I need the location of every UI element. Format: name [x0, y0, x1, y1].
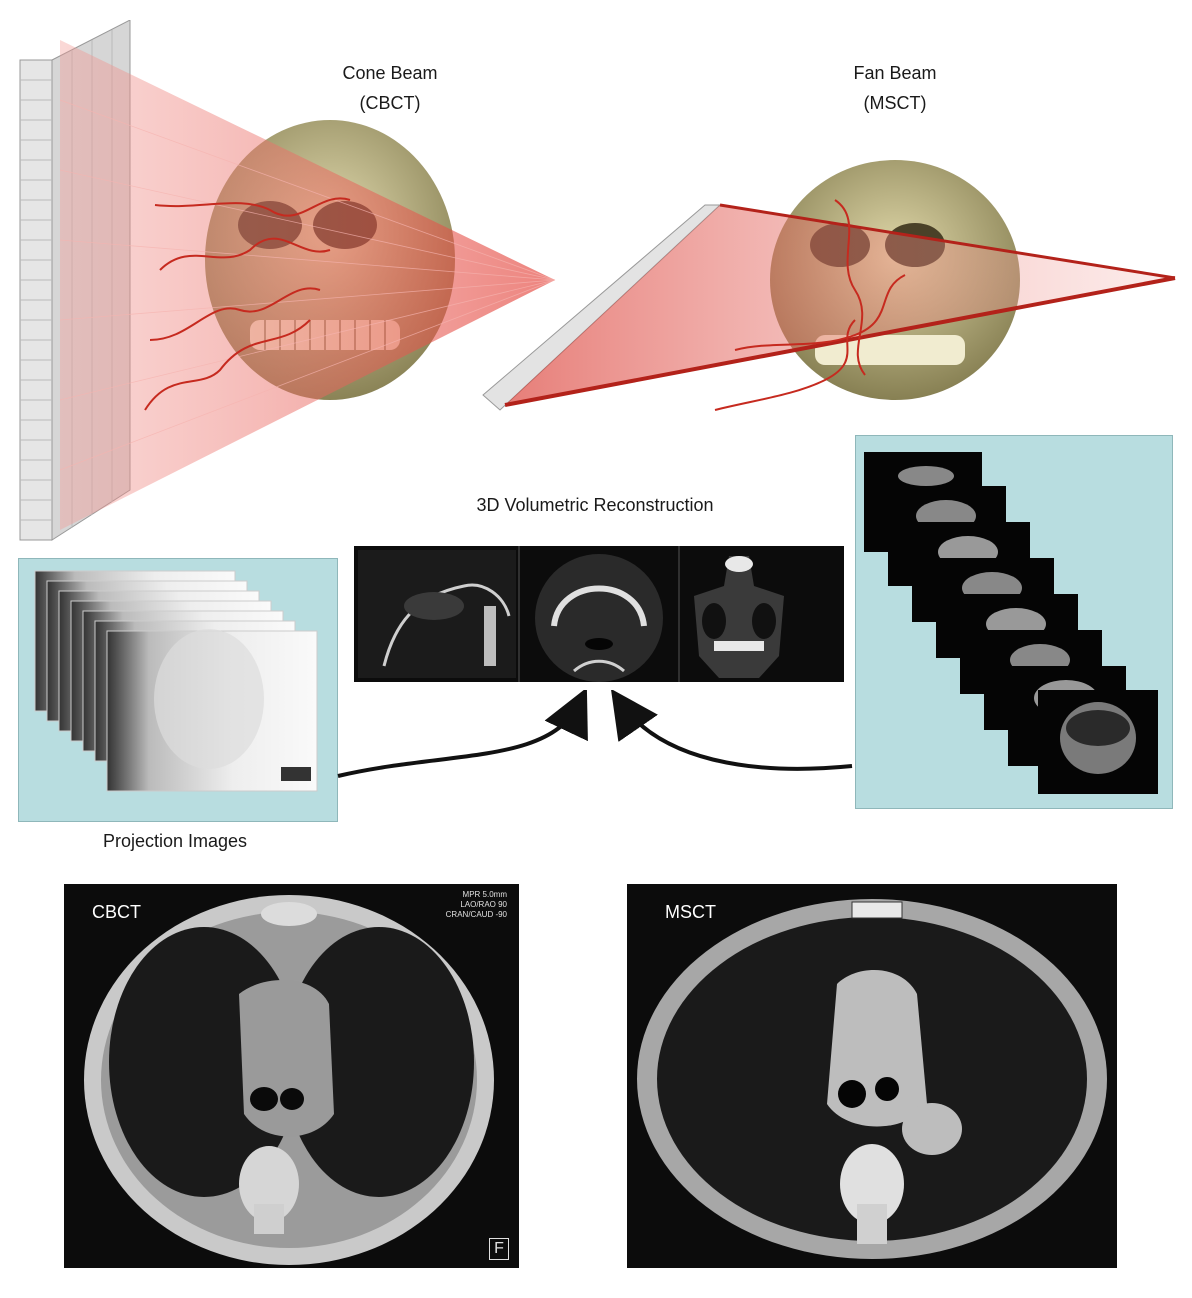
coronal-view [694, 556, 784, 678]
axial-slice-stack [864, 452, 1158, 794]
cbct-corner-marker: F [489, 1238, 509, 1260]
cbct-overlay-line-2: LAO/RAO 90 [460, 900, 507, 909]
cbct-overlay-text: MPR 5.0mm LAO/RAO 90 CRAN/CAUD -90 [446, 890, 507, 920]
projection-images-panel [18, 558, 338, 822]
cbct-chest-slice [84, 895, 494, 1265]
msct-chest-slice [637, 899, 1107, 1259]
fan-beam [505, 205, 1175, 405]
cbct-overlay-line-1: MPR 5.0mm [462, 890, 507, 899]
arrow-from-slices [610, 690, 853, 771]
fan-beam-illustration [482, 160, 1176, 411]
reconstruction-views [358, 546, 784, 682]
cbct-scan-image: CBCT MPR 5.0mm LAO/RAO 90 CRAN/CAUD -90 … [64, 884, 519, 1268]
projection-images-caption: Projection Images [102, 831, 248, 851]
projection-stack [34, 570, 318, 792]
reconstruction-title: 3D Volumetric Reconstruction [476, 495, 714, 515]
arrow-from-projections [337, 690, 588, 778]
reconstruction-strip [354, 546, 844, 682]
axial-view [535, 554, 663, 682]
cone-beam-title: Cone Beam [342, 63, 438, 83]
scatter-arrows-msct [714, 199, 906, 411]
fan-beam-label: Fan Beam (MSCT) [805, 58, 985, 118]
fan-beam-title: Fan Beam [853, 63, 937, 83]
cone-beam-illustration [19, 20, 556, 541]
sagittal-view [358, 550, 516, 678]
cbct-overlay-line-3: CRAN/CAUD -90 [445, 910, 507, 919]
cone-beam [60, 40, 555, 530]
cbct-label: CBCT [92, 902, 141, 922]
fan-beam-subtitle: (MSCT) [863, 93, 927, 113]
msct-label: MSCT [665, 902, 716, 922]
cone-beam-label: Cone Beam (CBCT) [300, 58, 480, 118]
cone-beam-subtitle: (CBCT) [359, 93, 421, 113]
scatter-arrows [144, 197, 351, 411]
msct-scan-image: MSCT [627, 884, 1117, 1268]
axial-slices-panel [855, 435, 1173, 809]
flow-arrows [337, 690, 853, 778]
